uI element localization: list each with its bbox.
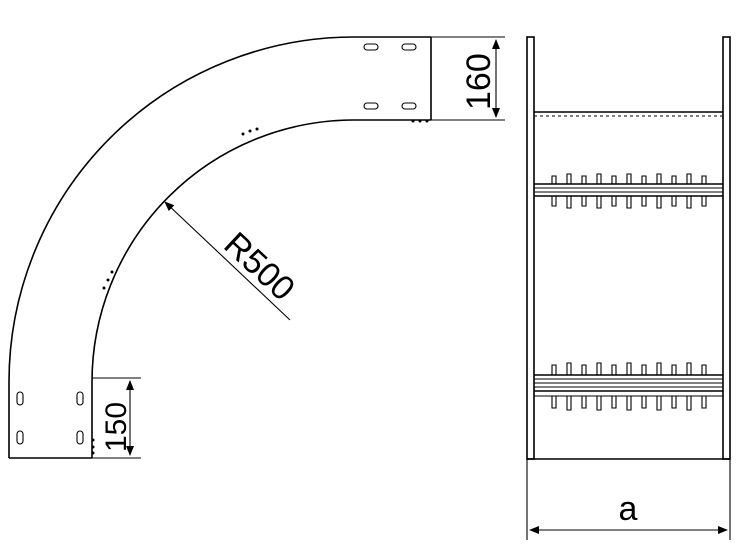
width-var-label: a: [619, 490, 638, 528]
radius-label: R500: [217, 225, 302, 308]
dimension-150: 150: [92, 377, 141, 459]
top-rung: [534, 111, 723, 117]
dimension-160: 160: [431, 36, 505, 121]
tray-front-view: a: [526, 36, 731, 540]
lower-rung: [534, 362, 723, 411]
right-side-wall: [722, 36, 731, 460]
inner-arc: [91, 119, 431, 458]
dimension-a: a: [526, 459, 731, 540]
bottom-end-slots: [16, 391, 84, 445]
weld-marks: [91, 119, 429, 455]
width-top-label: 160: [460, 53, 498, 110]
top-end-slots: [363, 43, 417, 110]
width-bottom-label: 150: [100, 402, 133, 452]
bend-side-view: R500 160 150: [8, 36, 505, 459]
left-side-wall: [526, 36, 535, 460]
radius-leader: [164, 201, 291, 321]
middle-rung: [534, 173, 723, 209]
outer-arc: [8, 36, 431, 458]
